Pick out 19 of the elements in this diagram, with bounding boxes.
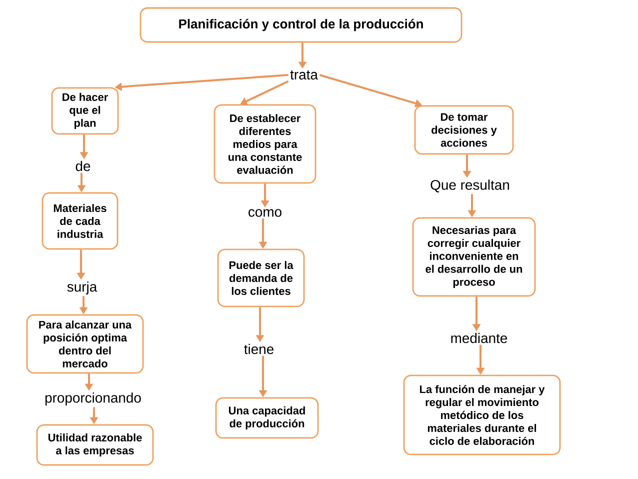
linking-word: como bbox=[248, 209, 282, 217]
concept-box: Una capacidad de producción bbox=[215, 397, 319, 439]
linking-word: mediante bbox=[451, 332, 508, 344]
linking-word: surja bbox=[67, 281, 98, 294]
linking-word: de bbox=[76, 160, 90, 172]
concept-box: De hacer que el plan bbox=[51, 87, 119, 135]
linking-word: proporcionando bbox=[45, 392, 141, 406]
concept-box: Materiales de cada industria bbox=[42, 192, 118, 250]
concept-box: Para alcanzar una posición optima dentro del mercado bbox=[26, 314, 144, 374]
concept-box: Puede ser la demanda de los clientes bbox=[217, 248, 305, 308]
concept-box: Utilidad razonable a las empresas bbox=[36, 424, 154, 466]
concept-box: Necesarias para corregir cualquier inconveniente en el desarrollo de un proceso bbox=[412, 217, 536, 297]
concept-box: De tomar decisiones y acciones bbox=[414, 105, 514, 155]
concept-box: De establecer diferentes medios para una constante evaluación bbox=[214, 104, 316, 184]
linking-word: tiene bbox=[244, 344, 274, 354]
title-box: Planificación y control de la producción bbox=[140, 7, 462, 43]
concept-box: La función de manejar y regular el movimiento metódico de los materiales durante el ciclo de elaboración bbox=[403, 374, 561, 456]
linking-word: Que resultan bbox=[430, 180, 510, 192]
linking-word: trata bbox=[290, 70, 318, 80]
